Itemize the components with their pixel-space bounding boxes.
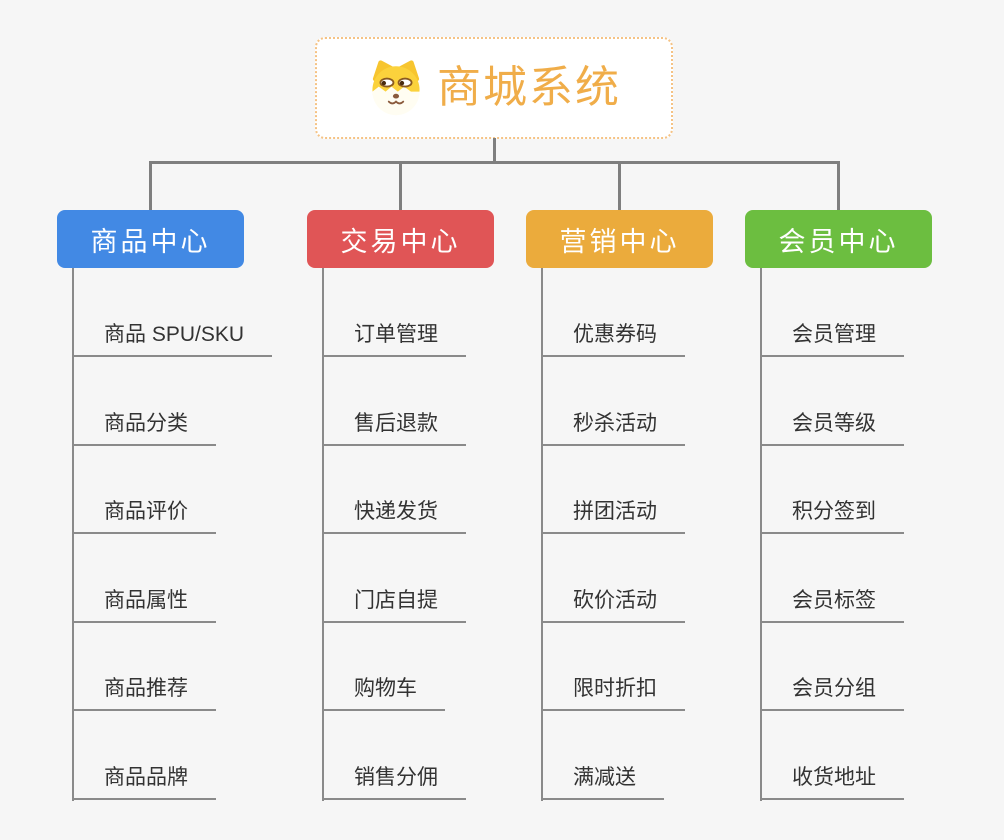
- connector-bus: [149, 161, 840, 164]
- leaf-item-marketing-center-3[interactable]: 砍价活动: [541, 587, 685, 623]
- branch-spine-marketing-center: [541, 268, 543, 801]
- leaf-item-marketing-center-5[interactable]: 满减送: [541, 764, 664, 800]
- branch-label: 会员中心: [778, 226, 899, 257]
- branch-spine-product-center: [72, 268, 74, 801]
- branch-label: 营销中心: [559, 226, 680, 257]
- connector-drop-member-center: [837, 161, 840, 210]
- leaf-item-product-center-4[interactable]: 商品推荐: [72, 675, 216, 711]
- branch-label: 交易中心: [340, 226, 461, 257]
- leaf-item-trade-center-1[interactable]: 售后退款: [322, 410, 466, 446]
- leaf-item-member-center-5[interactable]: 收货地址: [760, 764, 904, 800]
- connector-drop-product-center: [149, 161, 152, 210]
- leaf-item-member-center-2[interactable]: 积分签到: [760, 498, 904, 534]
- leaf-item-marketing-center-1[interactable]: 秒杀活动: [541, 410, 685, 446]
- leaf-item-marketing-center-0[interactable]: 优惠券码: [541, 321, 685, 357]
- leaf-item-trade-center-5[interactable]: 销售分佣: [322, 764, 466, 800]
- leaf-item-trade-center-3[interactable]: 门店自提: [322, 587, 466, 623]
- leaf-item-member-center-4[interactable]: 会员分组: [760, 675, 904, 711]
- leaf-item-product-center-5[interactable]: 商品品牌: [72, 764, 216, 800]
- leaf-item-product-center-3[interactable]: 商品属性: [72, 587, 216, 623]
- root-node[interactable]: 商城系统: [315, 37, 673, 139]
- leaf-item-marketing-center-2[interactable]: 拼团活动: [541, 498, 685, 534]
- leaf-item-member-center-1[interactable]: 会员等级: [760, 410, 904, 446]
- connector-root-stem: [492, 138, 496, 164]
- branch-box-trade-center[interactable]: 交易中心: [307, 210, 494, 268]
- branch-box-member-center[interactable]: 会员中心: [745, 210, 932, 268]
- branch-label: 商品中心: [90, 226, 211, 257]
- branch-spine-member-center: [760, 268, 762, 801]
- connector-drop-trade-center: [399, 161, 402, 210]
- leaf-item-member-center-3[interactable]: 会员标签: [760, 587, 904, 623]
- shiba-dog-icon: [367, 57, 425, 119]
- leaf-item-trade-center-2[interactable]: 快递发货: [322, 498, 466, 534]
- leaf-item-product-center-2[interactable]: 商品评价: [72, 498, 216, 534]
- branch-spine-trade-center: [322, 268, 324, 801]
- leaf-item-product-center-1[interactable]: 商品分类: [72, 410, 216, 446]
- connector-drop-marketing-center: [618, 161, 621, 210]
- leaf-item-trade-center-0[interactable]: 订单管理: [322, 321, 466, 357]
- leaf-item-member-center-0[interactable]: 会员管理: [760, 321, 904, 357]
- leaf-item-marketing-center-4[interactable]: 限时折扣: [541, 675, 685, 711]
- branch-box-marketing-center[interactable]: 营销中心: [526, 210, 713, 268]
- branch-box-product-center[interactable]: 商品中心: [57, 210, 244, 268]
- root-title: 商城系统: [437, 63, 621, 112]
- leaf-item-trade-center-4[interactable]: 购物车: [322, 675, 445, 711]
- leaf-item-product-center-0[interactable]: 商品 SPU/SKU: [72, 321, 273, 357]
